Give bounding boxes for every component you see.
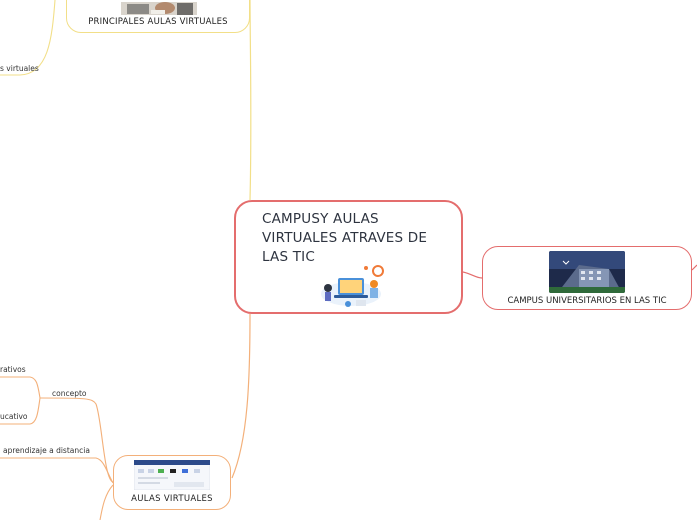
central-topic-node[interactable]: CAMPUSY AULAS VIRTUALES ATRAVES DE LAS T… <box>234 200 463 314</box>
central-title: CAMPUSY AULAS VIRTUALES ATRAVES DE LAS T… <box>262 210 442 267</box>
leaf-concepto[interactable]: concepto <box>52 389 87 398</box>
leaf-virtuales[interactable]: s virtuales <box>0 64 39 73</box>
connector-rativos <box>0 377 40 398</box>
aulas-label: AULAS VIRTUALES <box>114 494 230 504</box>
campus-universitarios-node[interactable]: CAMPUS UNIVERSITARIOS EN LAS TIC <box>482 246 692 310</box>
connector-aulas <box>232 314 250 478</box>
campus-building-photo <box>549 251 625 293</box>
principales-label: PRINCIPALES AULAS VIRTUALES <box>67 17 249 27</box>
connector-lower <box>100 485 113 520</box>
people-at-laptops-photo <box>121 1 197 15</box>
leaf-ucativo[interactable]: ucativo <box>0 412 28 421</box>
leaf-rativos[interactable]: rativos <box>0 365 26 374</box>
connector-principales <box>250 0 251 200</box>
leaf-distancia[interactable]: aprendizaje a distancia <box>3 446 90 455</box>
aulas-virtuales-node[interactable]: AULAS VIRTUALES <box>113 455 231 510</box>
connector-campus-out <box>692 265 697 270</box>
connector-campus <box>463 272 482 278</box>
campus-label: CAMPUS UNIVERSITARIOS EN LAS TIC <box>483 296 691 306</box>
connector-distancia <box>0 458 113 483</box>
digital-learning-illustration <box>318 264 388 310</box>
connector-concepto <box>40 398 113 482</box>
principales-aulas-node[interactable]: PRINCIPALES AULAS VIRTUALES <box>66 0 250 33</box>
virtual-classroom-screenshot <box>134 460 210 490</box>
